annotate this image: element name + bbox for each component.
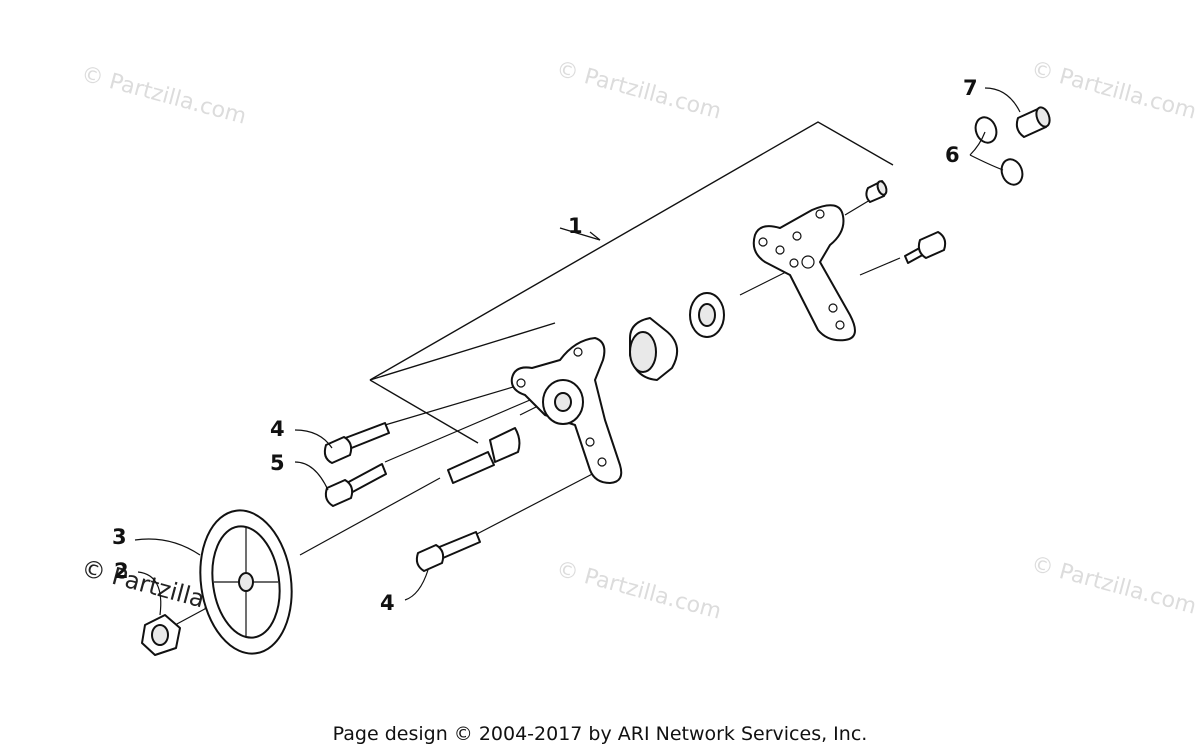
callout-7: 7 — [963, 76, 978, 100]
bolt-4-upper — [323, 422, 390, 464]
watermark: © Partzilla.com — [1028, 552, 1198, 620]
watermark: © Partzilla.com — [553, 57, 723, 125]
nut-2 — [141, 614, 181, 656]
callout-6: 6 — [945, 143, 960, 167]
small-pin — [865, 180, 888, 203]
bolt-4-lower — [415, 531, 481, 572]
watermark: © Partzilla.com — [78, 62, 248, 130]
dowel-pin-7 — [1015, 106, 1051, 138]
callout-4-lower: 4 — [380, 591, 395, 615]
watermark: © Partzilla.com — [553, 557, 723, 625]
sprocket-3 — [199, 509, 293, 655]
callout-4-upper: 4 — [270, 417, 285, 441]
callout-2: 2 — [114, 559, 129, 583]
outer-rotor-ring — [629, 317, 679, 381]
callout-5: 5 — [270, 451, 285, 475]
axis-lines — [174, 199, 901, 626]
footer-copyright: Page design © 2004-2017 by ARI Network S… — [333, 723, 868, 745]
watermark: © Partzilla.com — [1028, 57, 1198, 125]
pump-cover-plate — [752, 204, 856, 342]
callout-3: 3 — [112, 525, 127, 549]
inner-rotor-gear — [689, 292, 725, 338]
leader-lines — [134, 87, 1021, 616]
pump-body — [510, 337, 623, 484]
callout-1: 1 — [568, 214, 583, 238]
o-ring-6 — [974, 116, 1024, 186]
bolt-upper-right — [904, 231, 947, 264]
drive-shaft — [447, 427, 521, 484]
bolt-5 — [324, 463, 387, 507]
assembly-bracket — [369, 121, 894, 444]
